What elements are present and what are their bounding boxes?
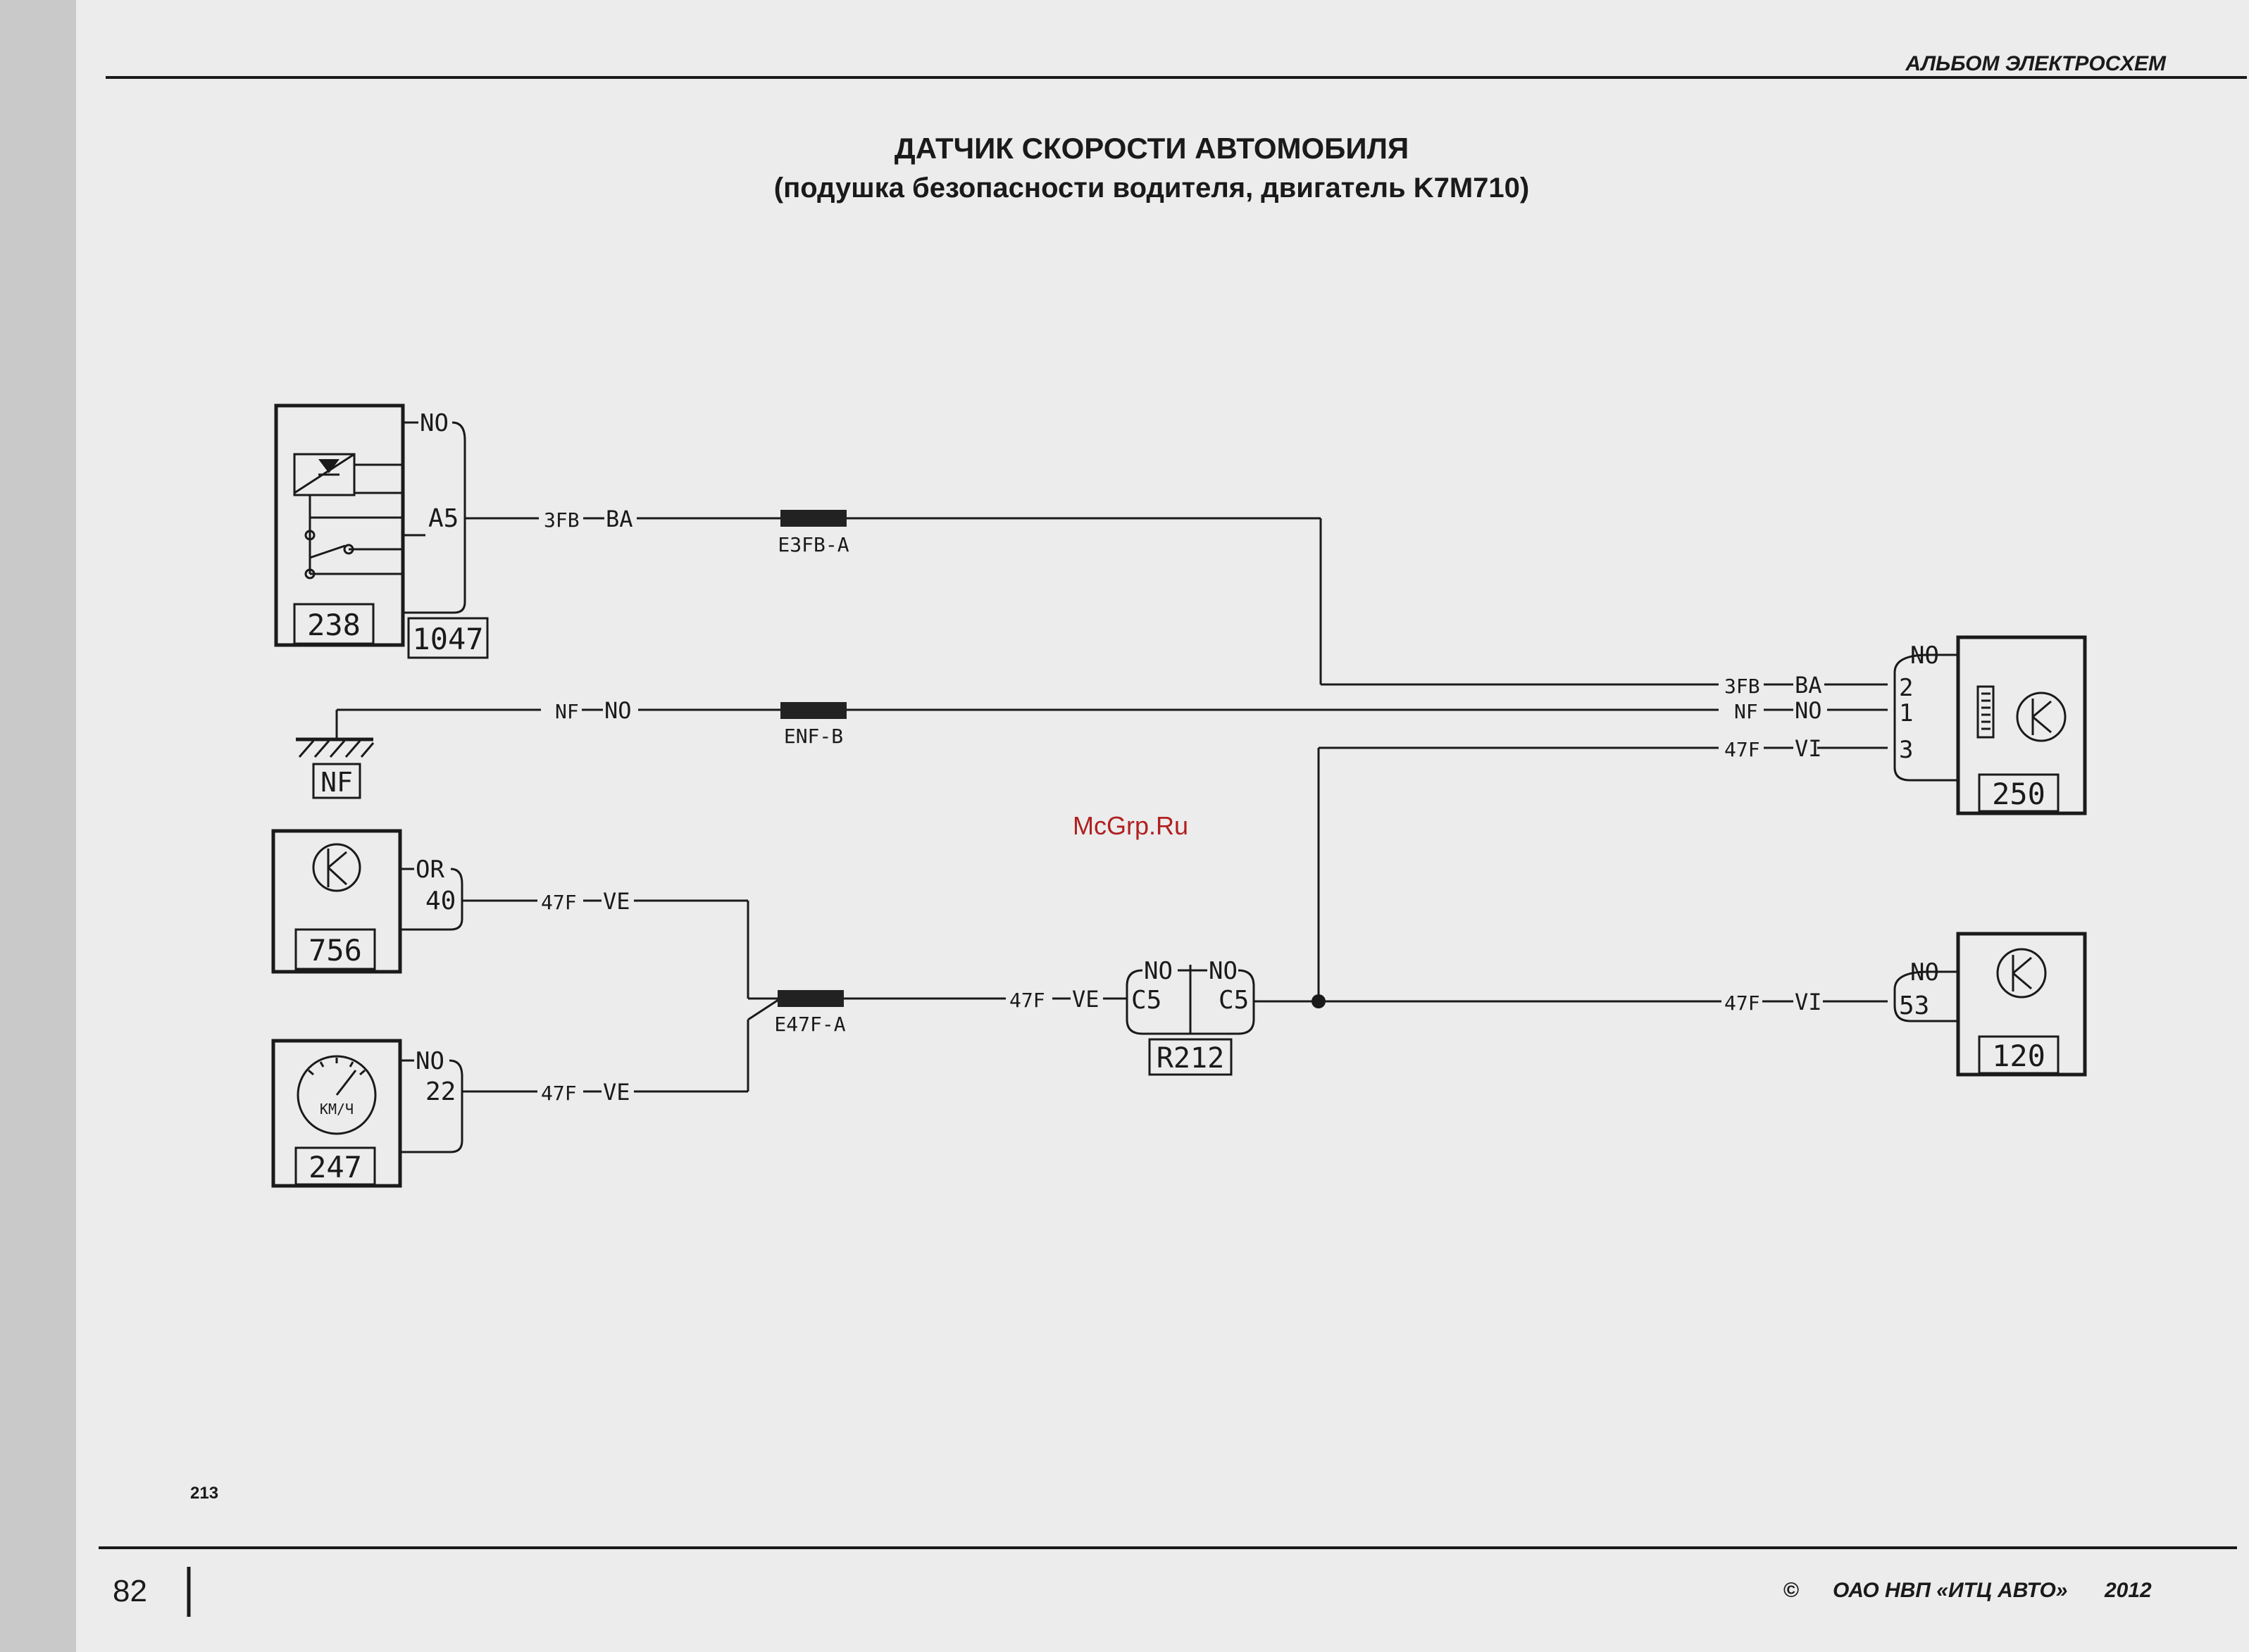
speedometer-unit: КМ/Ч [320,1101,354,1118]
watermark: McGrp.Ru [1073,811,1188,840]
component-250: NO 2 1 3 250 [1893,635,2087,815]
scheme-number: 213 [190,1484,218,1503]
component-238-box [274,403,405,647]
component-238-pin-a5: A5 [428,504,459,533]
wire-47f-ve-mid: 47F VE [844,986,1127,1013]
component-120-label-box [1978,1035,2060,1075]
component-120-pin-53: 53 [1899,991,1929,1020]
wire-3fb-ba: 3FB BA [465,506,1724,686]
wire-mid-code: 47F [1009,989,1045,1012]
component-120-id: 120 [1992,1039,2045,1073]
relay-icon [293,453,403,580]
wire-250-3-code: 47F [1724,738,1760,761]
r212-right-pin: C5 [1219,986,1249,1015]
ground-icon [298,740,375,758]
connector-enf [780,702,847,719]
component-756-pin-40: 40 [425,887,456,915]
copyright-symbol: © [1783,1579,1799,1602]
wire-120-code: 47F [1724,991,1760,1015]
ground-id: NF [320,767,353,798]
connector-e47f [778,990,844,1007]
wire-756-code: 47F [541,891,577,914]
component-247-box [271,1039,402,1188]
component-1047-id: 1047 [412,622,483,656]
connector-e3fb [780,510,847,527]
wire-3fb-left-code: 3FB [544,508,580,532]
wire-250-2-color: BA [1795,672,1822,699]
r212-label-box [1148,1038,1233,1076]
r212-left-top: NO [1144,957,1173,985]
speed-sensor-icon [312,843,361,892]
component-247-id: 247 [309,1150,362,1184]
wire-3fb-left-color: BA [606,506,633,532]
album-title: АЛЬБОМ ЭЛЕКТРОСХЕМ [1905,52,2167,75]
component-238-pin-no: NO [420,409,449,437]
wire-120-color: VI [1795,989,1822,1015]
component-r212: NO NO C5 C5 R212 [1126,957,1255,1076]
component-250-label-box [1978,773,2060,813]
component-756: 756 OR 40 47F VE [271,829,780,1000]
component-250-pin-3: 3 [1899,736,1913,764]
year: 2012 [2104,1579,2152,1602]
wire-247-color: VE [603,1079,630,1106]
wire-47f-vi [1254,746,1724,1008]
wire-250-1-code: NF [1734,700,1758,723]
component-238-label-box [293,603,375,645]
component-756-id: 756 [309,933,362,968]
component-120-box [1956,932,2087,1077]
connector-enf-label: ENF-B [784,725,843,748]
publisher: ОАО НВП «ИТЦ АВТО» [1833,1579,2067,1602]
wire-250-1-color: NO [1795,697,1822,724]
connector-e47f-label: E47F-A [774,1013,845,1036]
component-250-pin-2: 2 [1899,674,1913,702]
component-756-label-box [294,928,376,970]
r212-id: R212 [1157,1042,1224,1075]
component-247-pin-no: NO [416,1047,444,1075]
component-250-id: 250 [1992,777,2045,811]
component-250-pin-1: 1 [1899,699,1913,727]
wire-mid-color: VE [1072,986,1099,1013]
component-247-pin-22: 22 [425,1077,456,1106]
binding-strip [0,0,76,1652]
component-1047-label-box [407,617,489,659]
page-subtitle: (подушка безопасности водителя, двигател… [774,173,1529,204]
wire-756-color: VE [603,888,630,915]
component-238: 238 1047 NO A5 [274,403,489,659]
component-120: NO 53 120 [1893,932,2087,1077]
transistor-icon-120 [1996,948,2047,999]
page-title: ДАТЧИК СКОРОСТИ АВТОМОБИЛЯ [895,132,1409,165]
component-250-box [1956,635,2087,815]
r212-left-pin: C5 [1131,986,1161,1015]
component-250-pin-no: NO [1910,642,1939,670]
wire-nf-left-color: NO [604,697,632,724]
component-120-pin-no: NO [1910,958,1939,987]
coil-icon [1976,685,1995,739]
page-number: 82 [113,1574,147,1608]
r212-right-top: NO [1209,957,1238,985]
wire-nf-left-code: NF [555,700,579,723]
connector-e3fb-label: E3FB-A [778,533,849,556]
speedometer-icon: КМ/Ч [297,1055,377,1135]
component-238-id: 238 [307,608,361,642]
component-756-box [271,829,402,974]
wire-250-2-code: 3FB [1724,675,1760,698]
component-247-label-box [294,1146,376,1186]
ground-label-box [312,763,361,799]
component-247: КМ/Ч 247 NO 22 47F VE [271,997,781,1188]
wire-247-code: 47F [541,1082,577,1105]
component-756-pin-or: OR [416,856,444,884]
transistor-icon [2016,692,2067,742]
